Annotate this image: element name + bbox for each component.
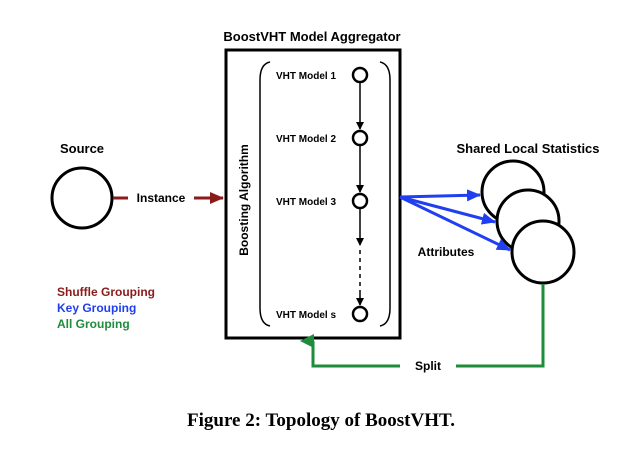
model-node-2 [351,129,369,147]
stats-node-3 [510,219,576,285]
model-label-s: VHT Model s [276,310,336,321]
instance-label: Instance [137,191,186,205]
aggregator-bracket [259,61,271,327]
model-label-2: VHT Model 2 [276,134,336,145]
model-label-1: VHT Model 1 [276,71,336,82]
legend-key: Key Grouping [57,301,136,315]
source-label: Source [60,141,104,156]
split-label: Split [415,359,441,373]
attributes-edge-3 [399,195,511,252]
aggregator-title: BoostVHT Model Aggregator [223,29,400,44]
model-node-s [351,305,369,323]
model-node-1 [351,66,369,84]
attributes-label: Attributes [418,245,475,259]
stats-label: Shared Local Statistics [456,141,599,156]
figure-caption: Figure 2: Topology of BoostVHT. [187,410,455,431]
split-edge-a [456,284,545,368]
split-edge-b [300,334,400,368]
legend-all: All Grouping [57,317,130,331]
attributes-edge-1 [399,189,481,202]
boosting-algorithm-label: Boosting Algorithm [237,144,251,256]
aggregator-bracket-right [379,61,391,327]
model-node-3 [351,192,369,210]
model-label-3: VHT Model 3 [276,197,336,208]
attributes-edge-2 [399,195,496,225]
source-node [50,166,114,230]
legend-shuffle: Shuffle Grouping [57,285,155,299]
aggregator-box [224,48,402,340]
